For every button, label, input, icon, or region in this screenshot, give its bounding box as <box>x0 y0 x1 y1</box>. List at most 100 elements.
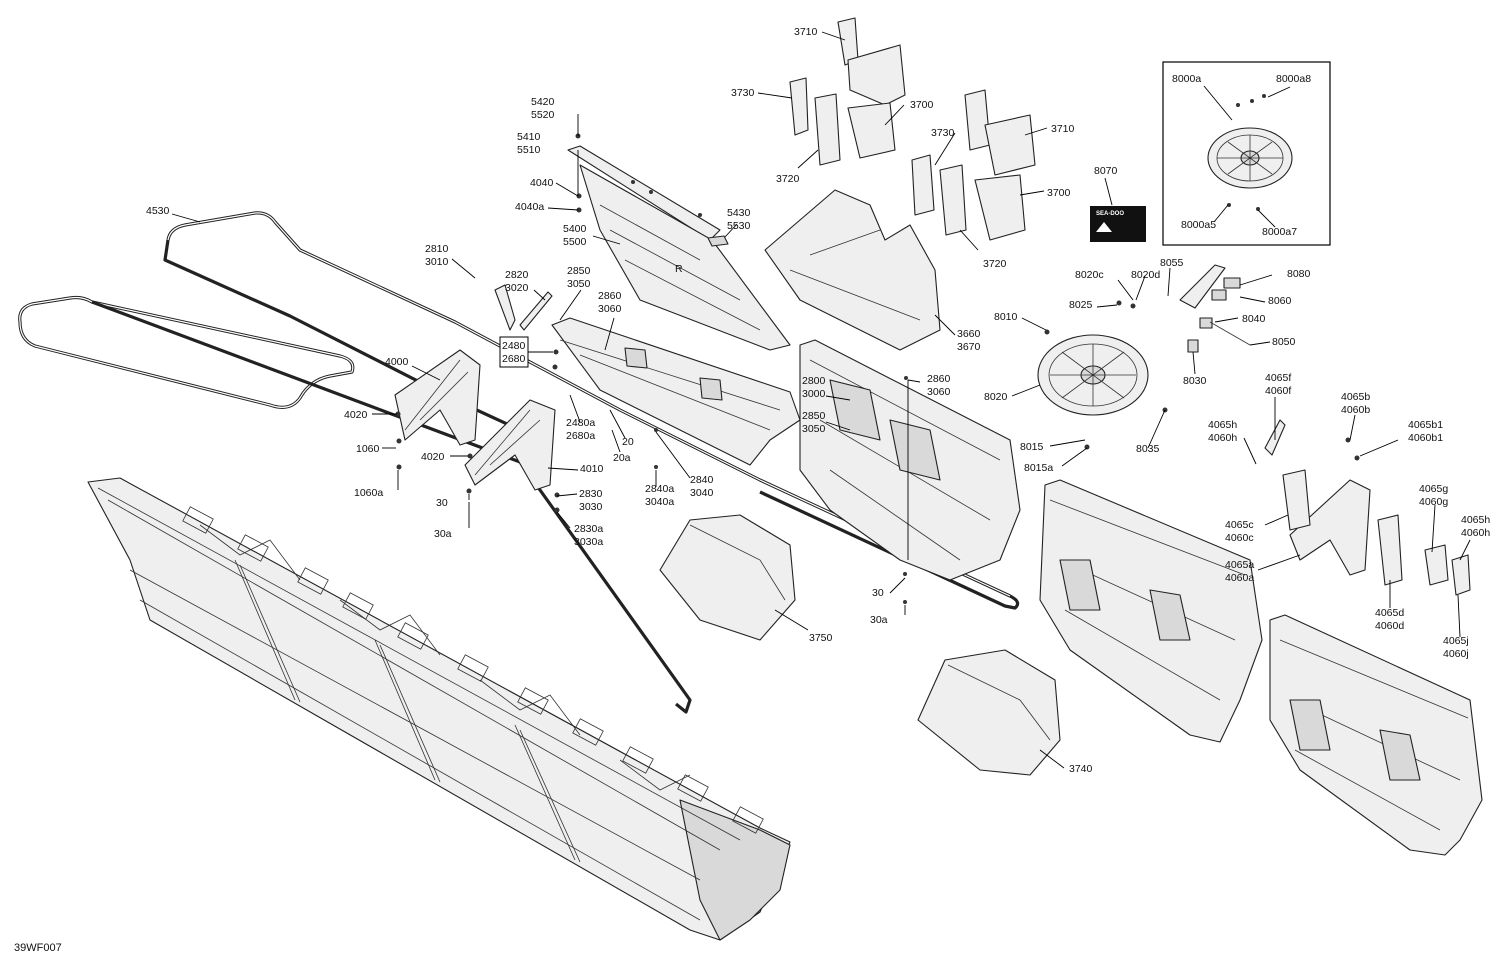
label-2480a: 2480a <box>566 417 595 429</box>
label-3730: 3730 <box>731 87 755 99</box>
label-3720: 3720 <box>776 173 800 185</box>
label-4065d: 4065d <box>1375 607 1404 619</box>
label-2800: 2800 <box>802 375 826 387</box>
label-5420: 5420 <box>531 96 555 108</box>
label-2840a: 2840a <box>645 483 674 495</box>
label-8020c: 8020c <box>1075 269 1104 281</box>
label-8050: 8050 <box>1272 336 1296 348</box>
label-4060h: 4060h <box>1208 432 1237 444</box>
support-brackets <box>394 349 1371 576</box>
label-8000a7: 8000a7 <box>1262 226 1297 238</box>
label-2850-b: 2850 <box>802 410 826 422</box>
label-4000: 4000 <box>385 356 409 368</box>
label-20: 20 <box>622 436 634 448</box>
mid-tray <box>799 339 1021 581</box>
label-3750: 3750 <box>809 632 833 644</box>
seal-loops <box>18 211 1020 714</box>
label-4065a: 4065a <box>1225 559 1254 571</box>
label-5530: 5530 <box>727 220 751 232</box>
label-4530: 4530 <box>146 205 170 217</box>
part-labels: 4530 2810 3010 2820 3020 2850 3050 2860 … <box>14 26 1490 954</box>
label-4020: 4020 <box>344 409 368 421</box>
label-4010: 4010 <box>580 463 604 475</box>
rear-tray-1 <box>1039 479 1263 743</box>
label-8060: 8060 <box>1268 295 1292 307</box>
label-3710-b: 3710 <box>1051 123 1075 135</box>
label-4060j: 4060j <box>1443 648 1469 660</box>
label-8030: 8030 <box>1183 375 1207 387</box>
label-4065h: 4065h <box>1208 419 1237 431</box>
label-2850: 2850 <box>567 265 591 277</box>
label-4065j: 4065j <box>1443 635 1469 647</box>
svg-text:SEA-DOO: SEA-DOO <box>1096 211 1124 217</box>
label-8015a: 8015a <box>1024 462 1053 474</box>
label-2830: 2830 <box>579 488 603 500</box>
label-5430: 5430 <box>727 207 751 219</box>
main-storage-bin <box>87 477 791 941</box>
label-3030a: 3030a <box>574 536 603 548</box>
label-8020d: 8020d <box>1131 269 1160 281</box>
label-30a-b: 30a <box>870 614 888 626</box>
label-4060a: 4060a <box>1225 572 1254 584</box>
insert-3660 <box>764 189 941 351</box>
label-3000: 3000 <box>802 388 826 400</box>
label-8020: 8020 <box>984 391 1008 403</box>
label-4060f: 4060f <box>1265 385 1291 397</box>
label-4065c: 4065c <box>1225 519 1254 531</box>
label-3060-b: 3060 <box>927 386 951 398</box>
spare-wheel <box>1037 334 1149 416</box>
label-2830a: 2830a <box>574 523 603 535</box>
label-20a: 20a <box>613 452 631 464</box>
label-8015: 8015 <box>1020 441 1044 453</box>
cover-lid: R <box>567 145 791 351</box>
label-8035: 8035 <box>1136 443 1160 455</box>
label-3050-b: 3050 <box>802 423 826 435</box>
label-8000a8: 8000a8 <box>1276 73 1311 85</box>
label-8040: 8040 <box>1242 313 1266 325</box>
label-5400: 5400 <box>563 223 587 235</box>
label-8025: 8025 <box>1069 299 1093 311</box>
label-4065h-b: 4065h <box>1461 514 1490 526</box>
rear-tray-2 <box>1269 614 1483 856</box>
label-5510: 5510 <box>517 144 541 156</box>
label-3700-b: 3700 <box>1047 187 1071 199</box>
cooler-3750 <box>659 514 796 641</box>
label-5520: 5520 <box>531 109 555 121</box>
label-3670: 3670 <box>957 341 981 353</box>
label-2480: 2480 <box>502 340 526 352</box>
label-3720-b: 3720 <box>983 258 1007 270</box>
label-3030: 3030 <box>579 501 603 513</box>
label-3060: 3060 <box>598 303 622 315</box>
label-2680: 2680 <box>502 353 526 365</box>
label-3040a: 3040a <box>645 496 674 508</box>
label-5500: 5500 <box>563 236 587 248</box>
front-tray <box>551 317 801 466</box>
label-4040a: 4040a <box>515 201 544 213</box>
label-4060d: 4060d <box>1375 620 1404 632</box>
label-3710: 3710 <box>794 26 818 38</box>
label-5410: 5410 <box>517 131 541 143</box>
label-4065f: 4065f <box>1265 372 1291 384</box>
label-8000a5: 8000a5 <box>1181 219 1216 231</box>
label-2820: 2820 <box>505 269 529 281</box>
label-3700: 3700 <box>910 99 934 111</box>
inset-box <box>1162 61 1331 246</box>
decal-8070: SEA-DOO <box>1090 206 1146 242</box>
label-3740: 3740 <box>1069 763 1093 775</box>
label-4060b1: 4060b1 <box>1408 432 1443 444</box>
label-2860-b: 2860 <box>927 373 951 385</box>
label-8070: 8070 <box>1094 165 1118 177</box>
label-4060g: 4060g <box>1419 496 1448 508</box>
figure-code: 39WF007 <box>14 942 62 954</box>
label-1060: 1060 <box>356 443 380 455</box>
label-2860: 2860 <box>598 290 622 302</box>
svg-text:R: R <box>675 263 683 275</box>
cooler-3740 <box>917 649 1061 776</box>
label-8055: 8055 <box>1160 257 1184 269</box>
label-3730-b: 3730 <box>931 127 955 139</box>
reference-box <box>499 336 529 368</box>
label-4065b: 4065b <box>1341 391 1370 403</box>
label-4060b: 4060b <box>1341 404 1370 416</box>
